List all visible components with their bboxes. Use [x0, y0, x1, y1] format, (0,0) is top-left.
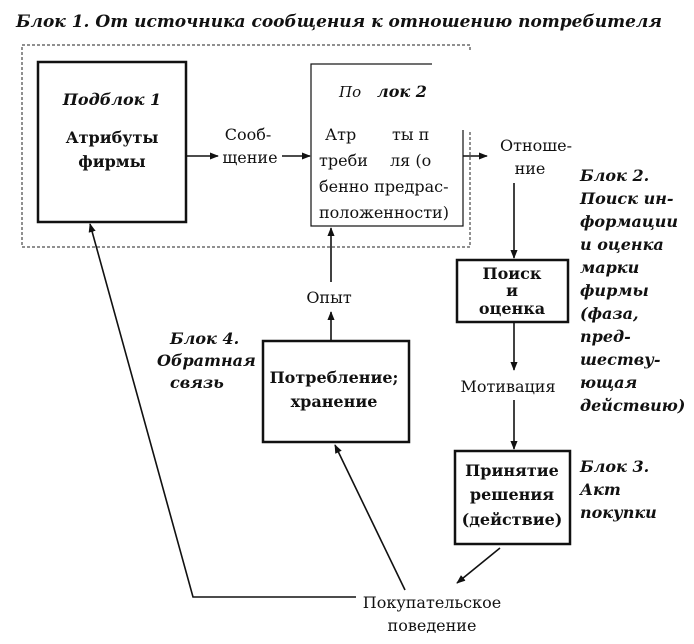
experience-label: Опыт: [306, 288, 352, 307]
subblock1-title: Подблок 1: [62, 90, 161, 109]
block2-line-5: фирмы: [580, 281, 649, 300]
block2-line-3: и оценка: [580, 235, 664, 254]
consumption-line1: Потребление;: [270, 368, 399, 387]
subblock1-line1: Атрибуты: [66, 128, 159, 147]
decision-line1: Принятие: [465, 461, 559, 480]
subblock1-line2: фирмы: [78, 152, 145, 171]
attitude-line2: ние: [515, 159, 546, 178]
message-line2: щение: [222, 148, 277, 167]
subblock2-line2-a: треби: [319, 151, 368, 170]
decision-line2: решения: [470, 485, 554, 504]
block3-line2: Акт: [579, 480, 621, 499]
block4-line3: связь: [170, 373, 224, 392]
behavior-line1: Покупательское: [363, 593, 501, 612]
search-box: [455, 258, 570, 324]
subblock2-line2-b: ля (о: [390, 151, 431, 170]
block4-line1: Блок 4.: [169, 329, 239, 348]
subblock2-line1-b: ты п: [392, 125, 429, 144]
search-line2: и: [506, 281, 518, 300]
arrow-behavior-to-consumption: [334, 444, 406, 591]
block4-line2: Обратная: [157, 351, 256, 370]
block2-line-7: пред-: [580, 327, 631, 346]
block2-line-9: ющая: [580, 373, 637, 392]
subblock2-title-b: лок 2: [377, 82, 427, 101]
block2-line-10: действию): [580, 396, 685, 415]
behavior-line2: поведение: [388, 616, 477, 635]
arrow-behavior-to-subblock1: [88, 223, 356, 598]
block2-line-1: Поиск ин-: [579, 189, 674, 208]
block2-line-0: Блок 2.: [579, 166, 649, 185]
block1-header: Блок 1. От источника сообщения к отношен…: [15, 12, 662, 32]
search-line1: Поиск: [483, 264, 542, 283]
decision-line3: (действие): [462, 510, 563, 529]
subblock1-box: [36, 60, 188, 224]
subblock2-line3: бенно предрас-: [319, 177, 449, 196]
arrow-decision-to-behavior: [456, 547, 501, 584]
block3-line1: Блок 3.: [579, 457, 649, 476]
block3-line3: покупки: [580, 503, 657, 522]
block2-line-2: формации: [580, 212, 678, 231]
block2-line-4: марки: [580, 258, 639, 277]
subblock2-obscure: [432, 50, 472, 130]
message-line1: Сооб-: [225, 125, 272, 144]
consumption-line2: хранение: [291, 392, 378, 411]
subblock2-line1-a: Атр: [325, 125, 356, 144]
decision-box: [453, 449, 572, 546]
block2-line-6: (фаза,: [580, 304, 639, 323]
subblock2-line4: положенности): [319, 203, 449, 222]
subblock2-title-a: По: [338, 83, 361, 101]
block2-label: Блок 2. Поиск ин- формации и оценка марк…: [579, 166, 685, 415]
block2-line-8: шеству-: [580, 350, 661, 369]
consumption-box: [261, 339, 411, 444]
attitude-line1: Отноше-: [500, 136, 572, 155]
search-line3: оценка: [479, 299, 545, 318]
motivation-label: Мотивация: [460, 377, 555, 396]
